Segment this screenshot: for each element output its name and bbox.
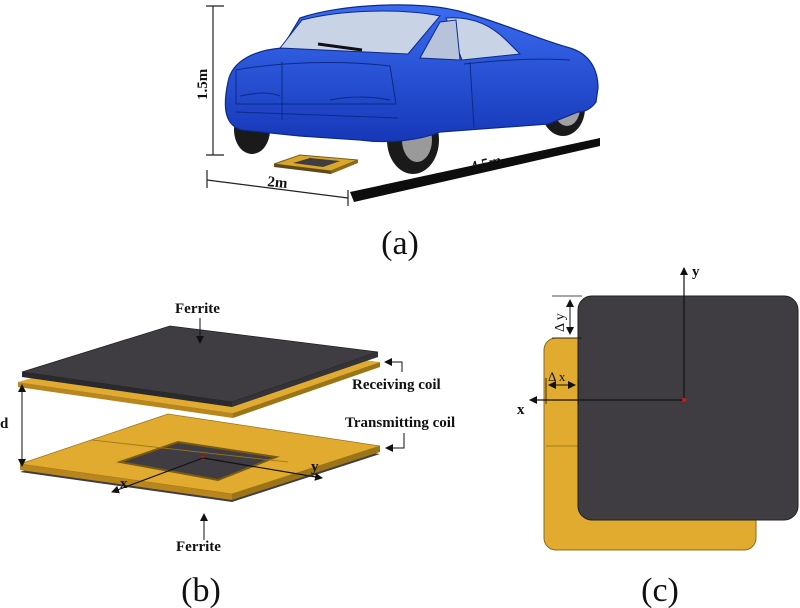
length-label: 4.5m xyxy=(469,153,504,176)
ferrite-offset-square xyxy=(577,295,799,521)
transmitting-assembly: y x xyxy=(19,413,381,502)
delta-y-dimension: Δ y xyxy=(552,295,582,339)
axis-y-label-b: y xyxy=(311,459,319,475)
receiving-coil-label: Receiving coil xyxy=(352,377,441,393)
gap-dimension: d xyxy=(0,384,26,467)
charging-pad xyxy=(273,154,359,174)
ferrite-bottom-label: Ferrite xyxy=(176,539,221,555)
height-dimension: 1.5m xyxy=(195,5,224,156)
panel-b: y x d Ferrite Receiving coil Transmittin… xyxy=(0,301,455,608)
receiving-assembly xyxy=(18,325,380,418)
side-window-front xyxy=(445,17,522,61)
transmitting-coil-label: Transmitting coil xyxy=(345,415,455,431)
axis-y-label-c: y xyxy=(692,264,700,280)
caption-c: (c) xyxy=(641,572,679,608)
side-window-rear xyxy=(419,19,461,61)
delta-y-label: Δ y xyxy=(553,313,568,332)
caption-a: (a) xyxy=(381,225,419,262)
width-dimension: 2m xyxy=(206,170,349,206)
caption-b: (b) xyxy=(181,572,221,608)
panel-c: y x Δ y Δ x (c) xyxy=(517,264,799,608)
panel-a: 1.5m xyxy=(195,4,600,262)
axis-x-label-b: x xyxy=(120,476,128,492)
gap-label: d xyxy=(0,416,9,432)
width-label: 2m xyxy=(267,174,289,192)
delta-x-label: Δ x xyxy=(548,369,566,384)
car xyxy=(224,4,599,174)
delta-x-dimension: Δ x xyxy=(545,369,579,404)
ferrite-top-label: Ferrite xyxy=(175,301,220,317)
center-point-c xyxy=(682,398,686,402)
axis-x-label-c: x xyxy=(517,402,525,418)
length-dimension: 4.5m xyxy=(350,138,600,202)
transmitting-center-ferrite xyxy=(116,440,280,482)
height-label: 1.5m xyxy=(195,68,211,100)
